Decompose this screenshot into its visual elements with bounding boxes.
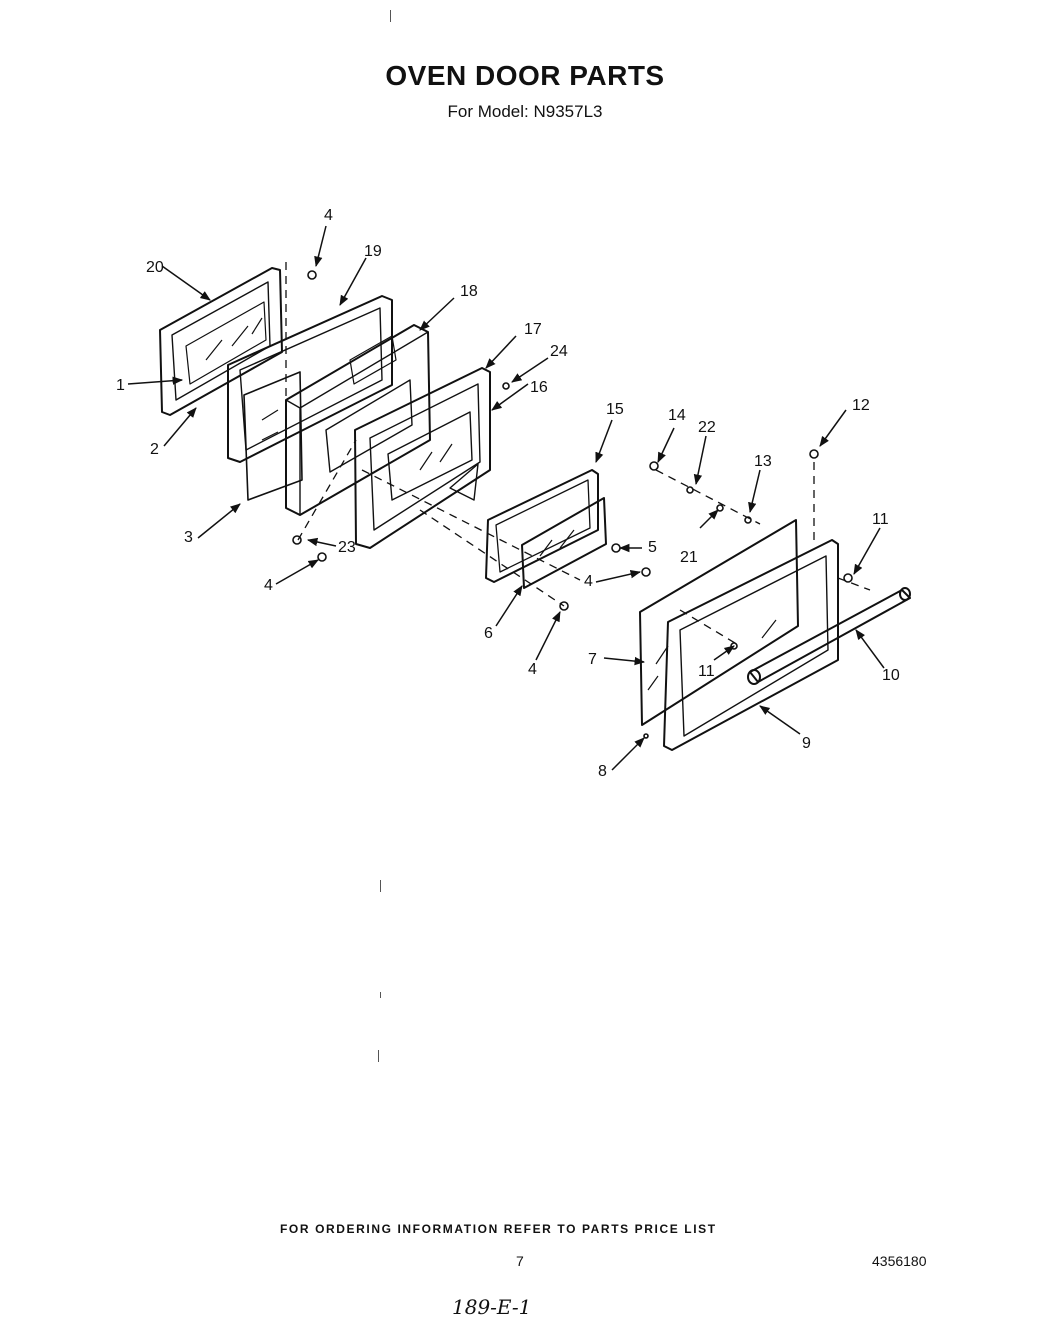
label-part-21: 21 (680, 549, 698, 566)
label-part-4: 4 (324, 207, 333, 224)
label-part-8: 8 (598, 763, 607, 780)
insulation-part-3 (243, 371, 303, 501)
label-part-3: 3 (184, 529, 193, 546)
document-number: 4356180 (872, 1253, 927, 1269)
label-part-4: 4 (584, 573, 593, 590)
label-part-4: 4 (528, 661, 537, 678)
door-inner-panel-part-18 (285, 324, 431, 516)
hardware-fasteners (292, 270, 853, 739)
leader-lines (127, 225, 885, 771)
alignment-lines (285, 262, 871, 647)
scan-mark (390, 10, 391, 22)
label-part-18: 18 (460, 283, 478, 300)
label-part-5: 5 (648, 539, 657, 556)
label-part-23: 23 (338, 539, 356, 556)
label-part-20: 20 (146, 259, 164, 276)
outer-glass-part-7 (639, 519, 799, 726)
window-frame-part-15 (485, 469, 599, 583)
label-part-13: 13 (754, 453, 772, 470)
label-part-1: 1 (116, 377, 125, 394)
label-part-7: 7 (588, 651, 597, 668)
label-part-10: 10 (882, 667, 900, 684)
label-part-17: 17 (524, 321, 542, 338)
label-part-24: 24 (550, 343, 568, 360)
label-part-6: 6 (484, 625, 493, 642)
label-part-19: 19 (364, 243, 382, 260)
outer-trim-part-9 (663, 539, 839, 751)
door-gasket-part-19 (227, 295, 393, 463)
label-part-14: 14 (668, 407, 686, 424)
door-frame-part-17 (354, 367, 491, 549)
scan-mark (378, 1050, 379, 1062)
label-part-2: 2 (150, 441, 159, 458)
label-part-11: 11 (698, 663, 715, 680)
model-subtitle: For Model: N9357L3 (447, 102, 603, 121)
label-part-4: 4 (264, 577, 273, 594)
label-part-9: 9 (802, 735, 811, 752)
label-part-22: 22 (698, 419, 716, 436)
door-handle-part-10 (747, 587, 911, 685)
page-number: 7 (516, 1253, 524, 1269)
scan-mark (380, 992, 381, 998)
label-part-15: 15 (606, 401, 624, 418)
handwritten-note: 189-E-1 (452, 1295, 532, 1319)
scan-mark (380, 880, 381, 892)
label-part-12: 12 (852, 397, 870, 414)
page-title: OVEN DOOR PARTS (385, 60, 665, 91)
part-labels: 4 19 20 18 17 24 16 1 2 3 23 4 15 14 22 … (116, 207, 900, 780)
label-part-16: 16 (530, 379, 548, 396)
label-part-11: 11 (872, 511, 889, 528)
door-liner-part-20 (159, 267, 283, 416)
ordering-note: FOR ORDERING INFORMATION REFER TO PARTS … (280, 1222, 717, 1236)
window-glass-part-6 (521, 497, 607, 589)
